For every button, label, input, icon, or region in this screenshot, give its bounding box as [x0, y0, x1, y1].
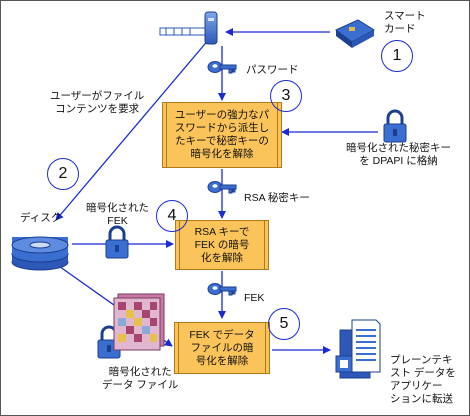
disk-label: ディスク: [20, 212, 62, 224]
step-number-1: 1: [381, 40, 413, 72]
card-reader-icon: [159, 11, 218, 45]
smartcard-label: スマート カード: [384, 10, 426, 35]
padlock-icon-dpapi: [383, 109, 407, 143]
padlock-icon-fek: [105, 225, 129, 259]
password-label: パスワード: [246, 64, 299, 76]
fek-label: FEK: [244, 292, 265, 304]
key-icon-password: [207, 61, 237, 74]
step3-text: ユーザーの強力なパ スワードから派生し たキーで秘密キーの 暗号化を解除: [174, 109, 270, 160]
step-number-5: 5: [268, 308, 300, 340]
step4-text: RSA キーで FEK の暗号 化を解除: [194, 225, 250, 264]
smart-card-icon: [335, 19, 375, 48]
step5-box: FEK でデータ ファイルの暗 号化を解除: [174, 322, 270, 374]
encrypted-file-icon: [113, 293, 165, 351]
step3-box: ユーザーの強力なパ スワードから派生し たキーで秘密キーの 暗号化を解除: [162, 102, 282, 168]
step4-box: RSA キーで FEK の暗号 化を解除: [175, 220, 269, 270]
encrypted-data-file-label: 暗号化された データ ファイル: [102, 366, 179, 391]
disk-icon: [11, 236, 69, 271]
plaintext-document-icon: [335, 319, 381, 379]
key-icon-rsa: [207, 181, 237, 194]
encrypted-fek-label: 暗号化された FEK: [86, 202, 149, 227]
step5-text: FEK でデータ ファイルの暗 号化を解除: [189, 328, 255, 367]
arrow-reader-to-disk: [55, 37, 211, 221]
key-icon-fek: [207, 283, 237, 296]
user-request-label: ユーザーがファイル コンテンツを要求: [50, 90, 145, 115]
step-number-3: 3: [270, 80, 302, 112]
step-number-2: 2: [47, 158, 79, 190]
rsa-private-key-label: RSA 秘密キー: [244, 192, 310, 204]
dpapi-label: 暗号化された秘密キー を DPAPI に格納: [346, 142, 451, 167]
step-number-4: 4: [156, 200, 188, 232]
plaintext-label: プレーンテキ スト データを アプリケー ションに転送: [390, 354, 456, 405]
